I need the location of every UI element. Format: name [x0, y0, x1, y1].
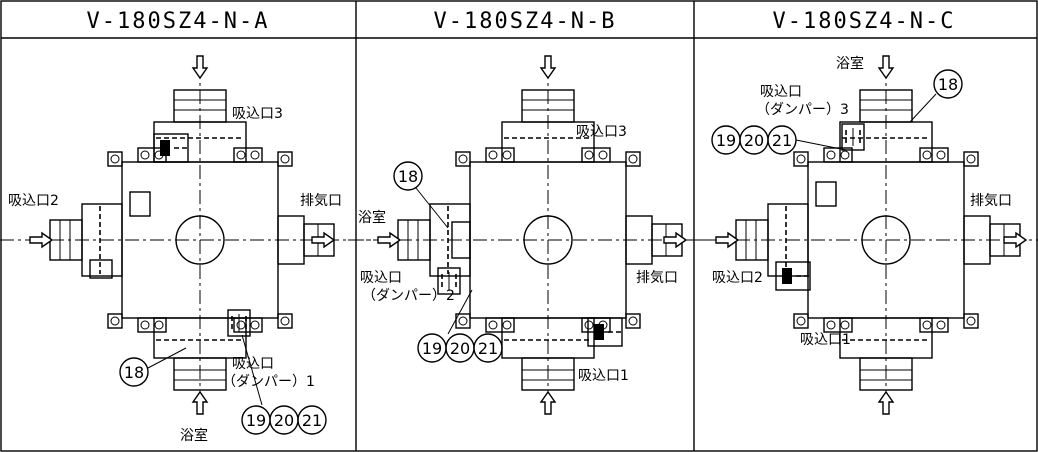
panel-a-top-arrow: [192, 55, 208, 79]
svg-text:21: 21: [478, 339, 498, 358]
panel-a-unit: [0, 64, 401, 416]
panel-c-title: V-180SZ4-N-C: [773, 9, 956, 34]
svg-text:19: 19: [246, 411, 266, 430]
svg-text:18: 18: [938, 75, 958, 94]
panel-a-bottom-arrow: [192, 391, 208, 415]
panel-c: V-180SZ4-N-C 浴室 吸込口 （ダンパー）3 排気口 吸込口2 吸込口…: [685, 9, 1038, 416]
panel-c-left-arrow: [715, 232, 739, 248]
panel-c-damper-label-1: 吸込口: [760, 84, 802, 100]
svg-text:20: 20: [450, 339, 470, 358]
panel-b-damper-label-2: （ダンパー）2: [362, 288, 455, 304]
panel-c-intake1-label: 吸込口1: [800, 332, 851, 348]
panel-a-left-arrow: [29, 232, 53, 248]
panel-a-callout-19-20-21: 19 20 21: [241, 334, 327, 435]
panel-b-right-arrow: [663, 232, 687, 248]
panel-b: V-180SZ4-N-B 吸込口3 浴室 排気口 吸込口 （ダンパー）2 吸込口…: [347, 9, 749, 416]
panel-b-bathroom-label: 浴室: [358, 209, 386, 226]
panel-a-right-arrow: [311, 232, 335, 248]
svg-text:19: 19: [422, 339, 442, 358]
panel-b-damper-label-1: 吸込口: [360, 270, 402, 286]
panel-c-intake2-label: 吸込口2: [712, 270, 763, 286]
panel-b-left-arrow: [377, 232, 401, 248]
panel-a-title: V-180SZ4-N-A: [87, 9, 270, 34]
svg-text:21: 21: [772, 131, 792, 150]
panel-c-exhaust-label: 排気口: [970, 193, 1012, 209]
panel-c-right-arrow: [1003, 232, 1027, 248]
panel-b-intake1-label: 吸込口1: [578, 368, 629, 384]
panel-b-title: V-180SZ4-N-B: [434, 9, 617, 34]
panel-a: V-180SZ4-N-A 吸込口3 吸込口2 排気口 吸込口 （ダンパー）1 浴…: [0, 9, 401, 444]
svg-text:19: 19: [716, 131, 736, 150]
panel-b-intake3-label: 吸込口3: [576, 124, 627, 140]
panel-a-intake3-label: 吸込口3: [232, 106, 283, 122]
panel-b-callout-19-20-21: 19 20 21: [417, 289, 503, 363]
panel-b-exhaust-label: 排気口: [636, 270, 678, 286]
svg-text:18: 18: [124, 363, 144, 382]
svg-text:20: 20: [274, 411, 294, 430]
panel-c-damper-label-2: （ダンパー）3: [756, 102, 849, 118]
svg-text:20: 20: [744, 131, 764, 150]
panel-b-callout-18: 18: [393, 161, 449, 229]
panel-a-intake2-label: 吸込口2: [8, 193, 59, 209]
panel-c-bathroom-label: 浴室: [836, 55, 864, 72]
panel-a-damper-label-1: 吸込口: [232, 356, 274, 372]
panel-b-bottom-arrow: [540, 391, 556, 415]
panel-c-callout-19-20-21: 19 20 21: [711, 125, 847, 155]
panel-b-unit: [347, 64, 749, 416]
panel-a-bathroom-label: 浴室: [180, 427, 208, 444]
panel-a-damper-label-2: （ダンパー）1: [222, 374, 315, 390]
panel-b-top-arrow: [540, 55, 556, 79]
panel-c-callout-18: 18: [909, 69, 963, 123]
svg-text:18: 18: [398, 167, 418, 186]
svg-text:21: 21: [302, 411, 322, 430]
panel-c-top-arrow: [878, 55, 894, 79]
panel-a-callout-18: 18: [119, 347, 187, 387]
panel-a-exhaust-label: 排気口: [300, 193, 342, 209]
panel-c-unit: [685, 64, 1038, 416]
panel-c-bottom-arrow: [878, 391, 894, 415]
